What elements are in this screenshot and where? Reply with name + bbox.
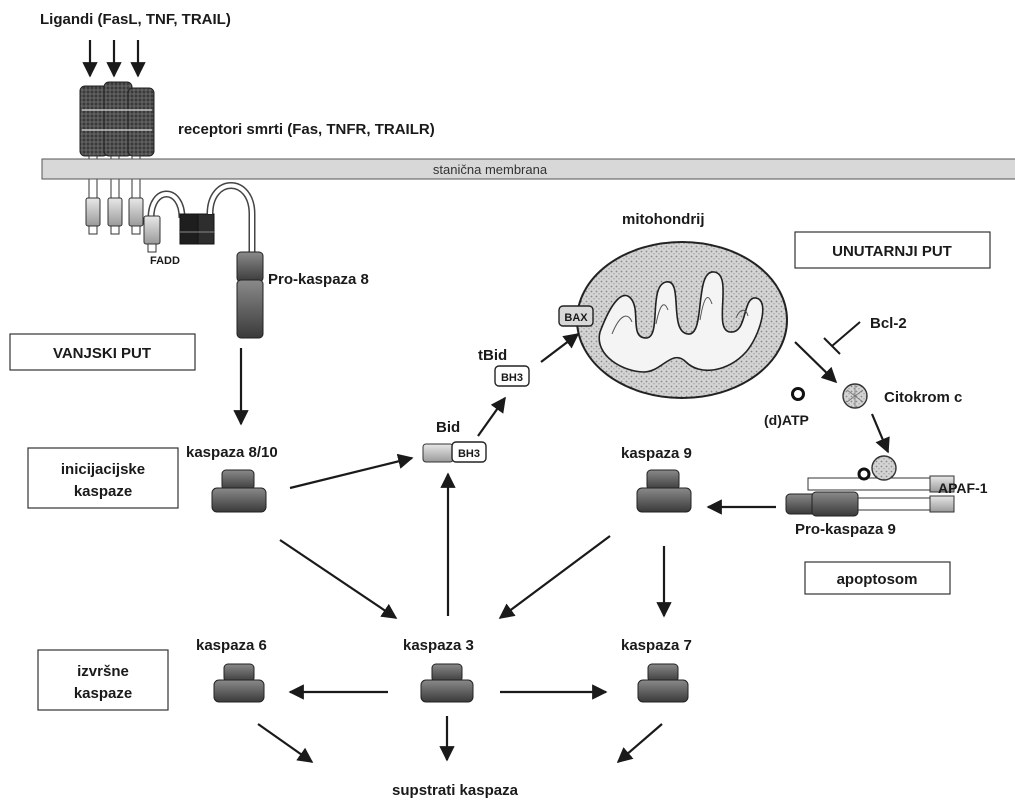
bax-icon: [558, 305, 594, 327]
datp-icon: [791, 387, 805, 401]
ligands-label: Ligandi (FasL, TNF, TRAIL): [40, 11, 231, 28]
executor-line1: izvršne: [77, 663, 129, 680]
cytochrome-c-label: Citokrom c: [884, 389, 962, 406]
cytochrome-c-icon: [842, 383, 868, 409]
arrow-casp9-to-casp3: [498, 535, 611, 619]
receptors-label: receptori smrti (Fas, TNFR, TRAILR): [178, 121, 435, 138]
caspase-7-icon: [637, 663, 689, 703]
bid-label: Bid: [436, 419, 460, 436]
caspase-9-label: kaspaza 9: [621, 445, 692, 462]
arrow-casp8-to-casp3: [279, 539, 398, 619]
caspase-7-label: kaspaza 7: [621, 637, 692, 654]
arrow-casp6-to-substrates: [257, 723, 314, 763]
external-path-label: VANJSKI PUT: [53, 345, 151, 362]
bax-label: BAX: [564, 312, 588, 324]
arrow-casp8-to-bid: [289, 453, 414, 490]
internal-path-label: UNUTARNJI PUT: [832, 243, 952, 260]
apoptosome-complex: [785, 455, 955, 517]
bcl2-inhibition: [823, 321, 861, 355]
fadd-complex: [143, 182, 264, 339]
apaf1-label: APAF-1: [938, 480, 988, 496]
tbid-bh3-label: BH3: [501, 372, 523, 384]
caspase-3-label: kaspaza 3: [403, 637, 474, 654]
executor-line2: kaspaze: [74, 685, 132, 702]
tbid-icon: [494, 365, 530, 387]
arrow-casp7-to-substrates: [616, 723, 663, 764]
substrates-label: supstrati kaspaza: [392, 782, 519, 799]
caspase-6-label: kaspaza 6: [196, 637, 267, 654]
caspase-9-icon: [636, 469, 692, 513]
caspase-8-10-label: kaspaza 8/10: [186, 444, 278, 461]
mitochondrion-label: mitohondrij: [622, 211, 705, 228]
apoptosome-box: [804, 561, 951, 595]
pro-caspase8-label: Pro-kaspaza 8: [268, 271, 369, 288]
datp-label: (d)ATP: [764, 412, 809, 428]
ligand-arrows: [82, 40, 146, 78]
tbid-label: tBid: [478, 347, 507, 364]
arrow-mito-to-cytc: [794, 341, 838, 384]
initiator-line1: inicijacijske: [61, 461, 145, 478]
caspase-3-icon: [420, 663, 474, 703]
executor-caspases-box: [37, 649, 169, 711]
caspase-6-icon: [213, 663, 265, 703]
bcl2-label: Bcl-2: [870, 315, 907, 332]
internal-path-box: [794, 231, 991, 269]
arrow-bid-to-tbid: [477, 396, 506, 437]
cell-membrane: [41, 158, 1015, 180]
arrow-cytc-to-apaf: [870, 413, 890, 454]
pro-caspase9-label: Pro-kaspaza 9: [795, 521, 896, 538]
fadd-label: FADD: [150, 255, 180, 267]
bid-bh3-label: BH3: [458, 448, 480, 460]
membrane-label: stanična membrana: [433, 162, 548, 177]
apoptosome-label: apoptosom: [837, 571, 918, 588]
bid-icon: [422, 441, 487, 463]
mitochondrion: [576, 241, 788, 399]
external-path-box: [9, 333, 196, 371]
initiator-line2: kaspaze: [74, 483, 132, 500]
death-receptors: [79, 81, 155, 235]
initiator-caspases-box: [27, 447, 179, 509]
arrow-tbid-to-bax: [540, 333, 580, 363]
caspase-8-10-icon: [211, 469, 267, 513]
